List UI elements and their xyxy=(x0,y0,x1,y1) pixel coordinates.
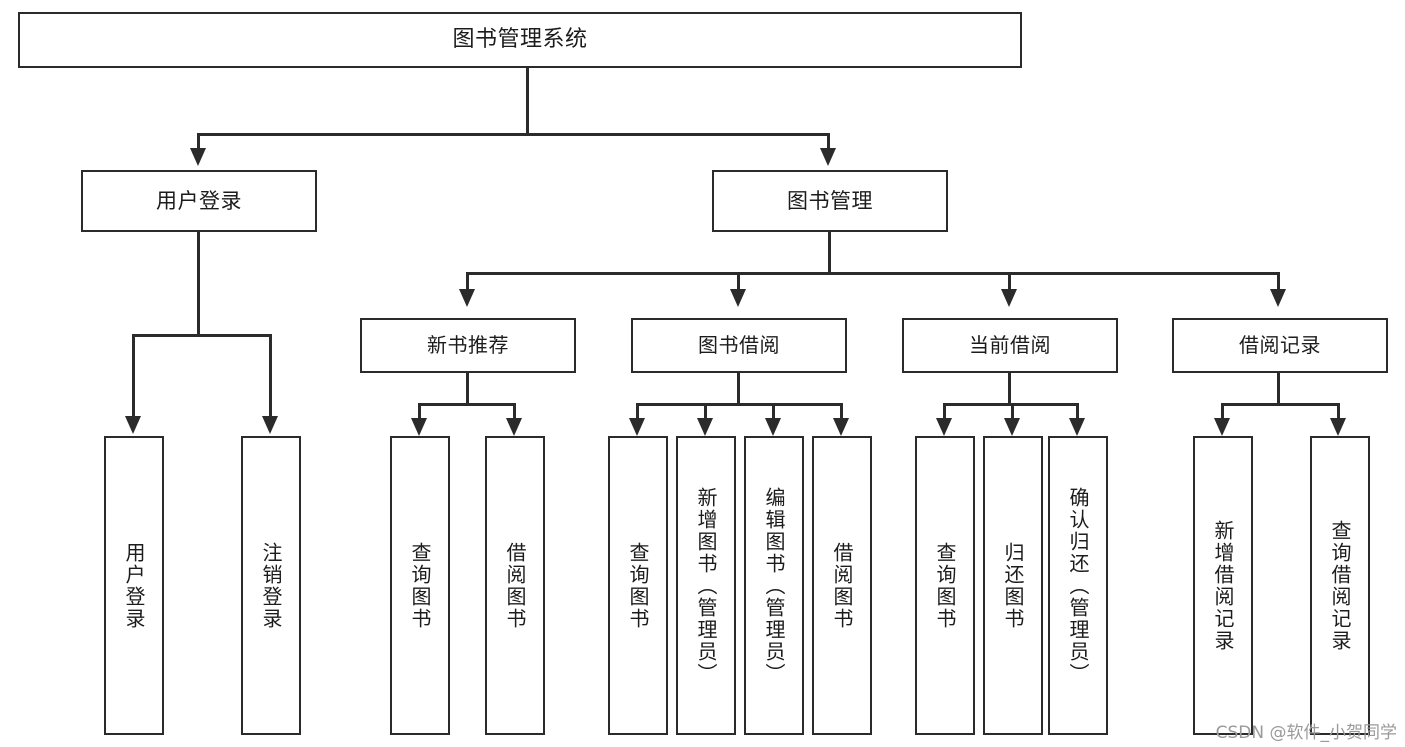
leaf-query-borrow-record[interactable]: 查询借阅记录 xyxy=(1310,436,1370,735)
node-root-book-management-system[interactable]: 图书管理系统 xyxy=(18,12,1022,68)
node-label: 查询图书 xyxy=(626,541,650,630)
connector-book-borrow-bus xyxy=(636,403,840,406)
connector-to-new-book-recommend xyxy=(466,272,469,292)
node-label: 借阅记录 xyxy=(1239,333,1321,357)
node-label: 借阅图书 xyxy=(830,541,854,630)
connector-bb-leaf-1 xyxy=(636,403,639,421)
connector-cb-leaf-2 xyxy=(1011,403,1014,421)
node-label: 借阅图书 xyxy=(503,541,527,630)
connector-book-management-bus xyxy=(466,272,1280,275)
connector-bb-leaf-3 xyxy=(772,403,775,421)
leaf-borrow-book-nbr[interactable]: 借阅图书 xyxy=(485,436,545,735)
node-label: 新增图书（管理员） xyxy=(694,486,718,685)
node-label: 注销登录 xyxy=(259,541,283,630)
connector-user-login-bus xyxy=(132,334,271,337)
arrowhead-br-leaf-1 xyxy=(1214,418,1230,436)
leaf-user-login[interactable]: 用户登录 xyxy=(104,436,164,735)
connector-to-book-borrow xyxy=(737,272,740,292)
connector-user-login-to-leaf-1 xyxy=(132,334,135,419)
arrowhead-leaf-user-login xyxy=(125,416,141,434)
connector-nbr-leaf-1 xyxy=(418,403,421,421)
node-current-borrow[interactable]: 当前借阅 xyxy=(902,318,1118,373)
node-label: 当前借阅 xyxy=(969,333,1051,357)
connector-book-management-stem xyxy=(828,232,831,274)
connector-cb-leaf-3 xyxy=(1076,403,1079,421)
connector-new-book-recommend-bus xyxy=(418,403,516,406)
connector-current-borrow-bus xyxy=(943,403,1076,406)
arrowhead-book-borrow xyxy=(730,289,746,307)
connector-user-login-to-leaf-2 xyxy=(269,334,272,419)
connector-book-borrow-stem xyxy=(737,373,740,405)
node-label: 确认归还（管理员） xyxy=(1066,486,1090,685)
arrowhead-user-login xyxy=(190,148,206,166)
arrowhead-bb-leaf-4 xyxy=(833,418,849,436)
node-label: 新书推荐 xyxy=(427,333,509,357)
node-label: 查询图书 xyxy=(408,541,432,630)
node-user-login[interactable]: 用户登录 xyxy=(81,170,317,232)
node-label: 归还图书 xyxy=(1001,541,1025,630)
arrowhead-current-borrow xyxy=(1001,289,1017,307)
node-label: 编辑图书（管理员） xyxy=(762,486,786,685)
node-label: 新增借阅记录 xyxy=(1211,519,1235,652)
leaf-borrow-book-bb[interactable]: 借阅图书 xyxy=(812,436,872,735)
node-label: 用户登录 xyxy=(122,541,146,630)
connector-bb-leaf-4 xyxy=(840,403,843,421)
arrowhead-nbr-leaf-1 xyxy=(411,418,427,436)
arrowhead-borrow-record xyxy=(1270,289,1286,307)
leaf-edit-book-admin[interactable]: 编辑图书（管理员） xyxy=(744,436,804,735)
arrowhead-cb-leaf-2 xyxy=(1004,418,1020,436)
connector-root-stem xyxy=(526,68,529,135)
connector-to-borrow-record xyxy=(1277,272,1280,292)
leaf-query-book-nbr[interactable]: 查询图书 xyxy=(390,436,450,735)
leaf-query-book-cb[interactable]: 查询图书 xyxy=(915,436,975,735)
node-label: 图书借阅 xyxy=(698,333,780,357)
arrowhead-nbr-leaf-2 xyxy=(506,418,522,436)
node-label: 查询借阅记录 xyxy=(1328,519,1352,652)
arrowhead-book-management xyxy=(820,148,836,166)
connector-root-to-user-login xyxy=(197,133,200,151)
node-book-borrow[interactable]: 图书借阅 xyxy=(631,318,847,373)
node-label: 查询图书 xyxy=(933,541,957,630)
leaf-logout[interactable]: 注销登录 xyxy=(241,436,301,735)
connector-root-to-book-management xyxy=(827,133,830,151)
connector-new-book-recommend-stem xyxy=(466,373,469,405)
node-label: 用户登录 xyxy=(156,188,242,213)
arrowhead-leaf-logout xyxy=(262,416,278,434)
connector-borrow-record-bus xyxy=(1221,403,1340,406)
node-label: 图书管理 xyxy=(787,188,873,213)
node-new-book-recommend[interactable]: 新书推荐 xyxy=(360,318,576,373)
leaf-return-book[interactable]: 归还图书 xyxy=(983,436,1043,735)
arrowhead-bb-leaf-2 xyxy=(697,418,713,436)
leaf-add-borrow-record[interactable]: 新增借阅记录 xyxy=(1193,436,1253,735)
arrowhead-new-book-recommend xyxy=(459,289,475,307)
node-borrow-record[interactable]: 借阅记录 xyxy=(1172,318,1388,373)
connector-cb-leaf-1 xyxy=(943,403,946,421)
connector-nbr-leaf-2 xyxy=(513,403,516,421)
arrowhead-br-leaf-2 xyxy=(1330,418,1346,436)
node-label: 图书管理系统 xyxy=(452,27,588,53)
arrowhead-cb-leaf-3 xyxy=(1069,418,1085,436)
leaf-add-book-admin[interactable]: 新增图书（管理员） xyxy=(676,436,736,735)
arrowhead-bb-leaf-1 xyxy=(629,418,645,436)
arrowhead-bb-leaf-3 xyxy=(765,418,781,436)
connector-borrow-record-stem xyxy=(1277,373,1280,405)
arrowhead-cb-leaf-1 xyxy=(936,418,952,436)
connector-bb-leaf-2 xyxy=(704,403,707,421)
connector-root-bus xyxy=(197,133,830,136)
leaf-confirm-return-admin[interactable]: 确认归还（管理员） xyxy=(1048,436,1108,735)
leaf-query-book-bb[interactable]: 查询图书 xyxy=(608,436,668,735)
connector-br-leaf-2 xyxy=(1337,403,1340,421)
connector-user-login-stem xyxy=(197,232,200,336)
connector-current-borrow-stem xyxy=(1008,373,1011,405)
connector-to-current-borrow xyxy=(1008,272,1011,292)
node-book-management[interactable]: 图书管理 xyxy=(712,170,948,232)
connector-br-leaf-1 xyxy=(1221,403,1224,421)
